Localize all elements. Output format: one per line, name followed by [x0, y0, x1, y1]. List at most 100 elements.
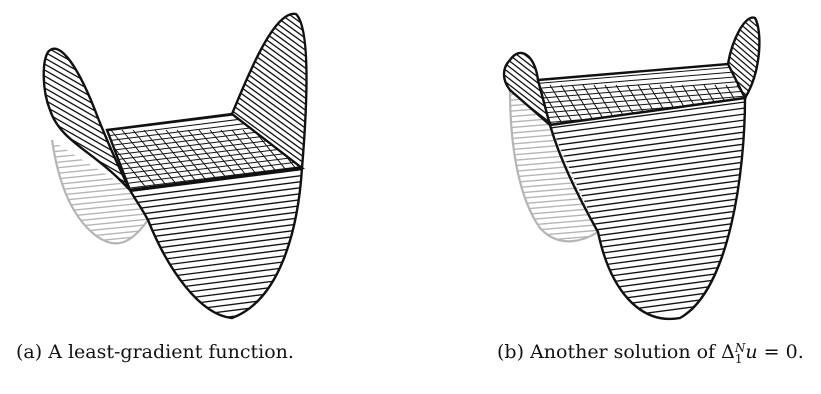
caption-b-label: (b) [497, 341, 524, 363]
hatch-line [52, 231, 148, 244]
hatch-line [504, 61, 550, 125]
hatch-line [43, 49, 130, 131]
hatch-line [43, 85, 130, 167]
hatch-line [232, 89, 307, 168]
hatch-line [550, 151, 745, 185]
hatch-line [728, 63, 760, 98]
hatch-line [232, 13, 307, 51]
hatch-line [43, 61, 130, 143]
hatch-line [728, 17, 760, 65]
hatch-line [504, 52, 550, 115]
hatch-line [130, 177, 302, 207]
hatch-line [232, 13, 307, 21]
hatch-line [130, 171, 302, 201]
hatch-line [728, 17, 760, 53]
hatch-line [20, 224, 160, 304]
hatch-line [550, 133, 745, 167]
hatch-line [593, 84, 625, 125]
hatch-line [550, 127, 745, 161]
hatch-line [43, 48, 130, 119]
hatch-line [198, 129, 260, 190]
hatch-line [538, 68, 745, 90]
caption-a-text: A least-gradient function. [48, 341, 294, 363]
right-lobe-outline [726, 16, 761, 99]
superscript: N [734, 341, 746, 355]
hatch-line [550, 103, 745, 137]
hatch-line [43, 73, 130, 155]
hatch-line [626, 84, 658, 125]
hatch-line [232, 13, 307, 93]
hatch-line [232, 13, 307, 39]
hatch-line [43, 109, 130, 190]
hatch-line [560, 84, 592, 125]
hatch-line [40, 106, 180, 120]
hatch-line [538, 93, 745, 115]
hatch-line [20, 212, 160, 292]
hatch-line [107, 157, 302, 189]
hatch-line [297, 129, 302, 190]
hatch-line [130, 189, 302, 219]
back-face-outline [508, 89, 599, 243]
hatch-line [130, 168, 302, 195]
surface-plot-b [502, 16, 761, 321]
hatch-line [107, 114, 302, 139]
hatch-line [550, 139, 745, 173]
hatch-line [615, 84, 647, 125]
hatch-line [43, 48, 130, 101]
hatch-line [510, 233, 598, 242]
hatch-line [571, 84, 603, 125]
hatch-line [538, 84, 570, 125]
math-rhs: = 0. [763, 341, 804, 363]
hatch-line [231, 129, 293, 190]
surface-plot-a [20, 12, 308, 320]
hatch-line [728, 39, 760, 98]
hatch-line [549, 84, 581, 125]
hatch-line [232, 41, 307, 123]
hatch-line [121, 129, 183, 190]
hatch-line [242, 129, 302, 190]
hatch-line [550, 121, 745, 155]
hatch-line [550, 145, 745, 179]
back-face-outline [50, 139, 149, 245]
hatch-line [130, 315, 302, 318]
hatch-line [43, 67, 130, 149]
front-face-outline [548, 96, 747, 321]
delta-operator: Δ [721, 341, 735, 363]
hatch-line [40, 255, 180, 269]
hatch-line [232, 13, 307, 81]
hatch-line [232, 17, 307, 99]
hatch-line [43, 91, 130, 173]
hatch-line [232, 13, 307, 75]
hatch-line [510, 161, 598, 174]
hatch-line [728, 17, 760, 71]
hatch-line [728, 17, 760, 59]
hatch-line [43, 48, 130, 125]
hatch-line [110, 129, 172, 190]
math-variable: u [745, 341, 758, 363]
hatch-line [43, 48, 130, 107]
hatch-line [154, 129, 216, 190]
hatch-line [187, 129, 249, 190]
hatch-line [504, 52, 550, 121]
hatch-line [728, 17, 760, 77]
hatch-line [510, 156, 598, 168]
hatch-line [132, 129, 194, 190]
caption-a: (a) A least-gradient function. [16, 340, 294, 364]
hatch-line [538, 78, 745, 100]
hatch-line [504, 52, 550, 109]
hatch-line [550, 98, 745, 131]
hatch-line [550, 115, 745, 149]
hatch-line [604, 84, 636, 125]
hatch-line [220, 129, 282, 190]
hatch-line [504, 55, 550, 125]
hatch-line [130, 183, 302, 213]
hatch-line [728, 21, 760, 83]
hatch-line [550, 109, 745, 143]
hatch-line [143, 129, 205, 190]
hatch-line [582, 84, 614, 125]
hatch-line [165, 129, 227, 190]
